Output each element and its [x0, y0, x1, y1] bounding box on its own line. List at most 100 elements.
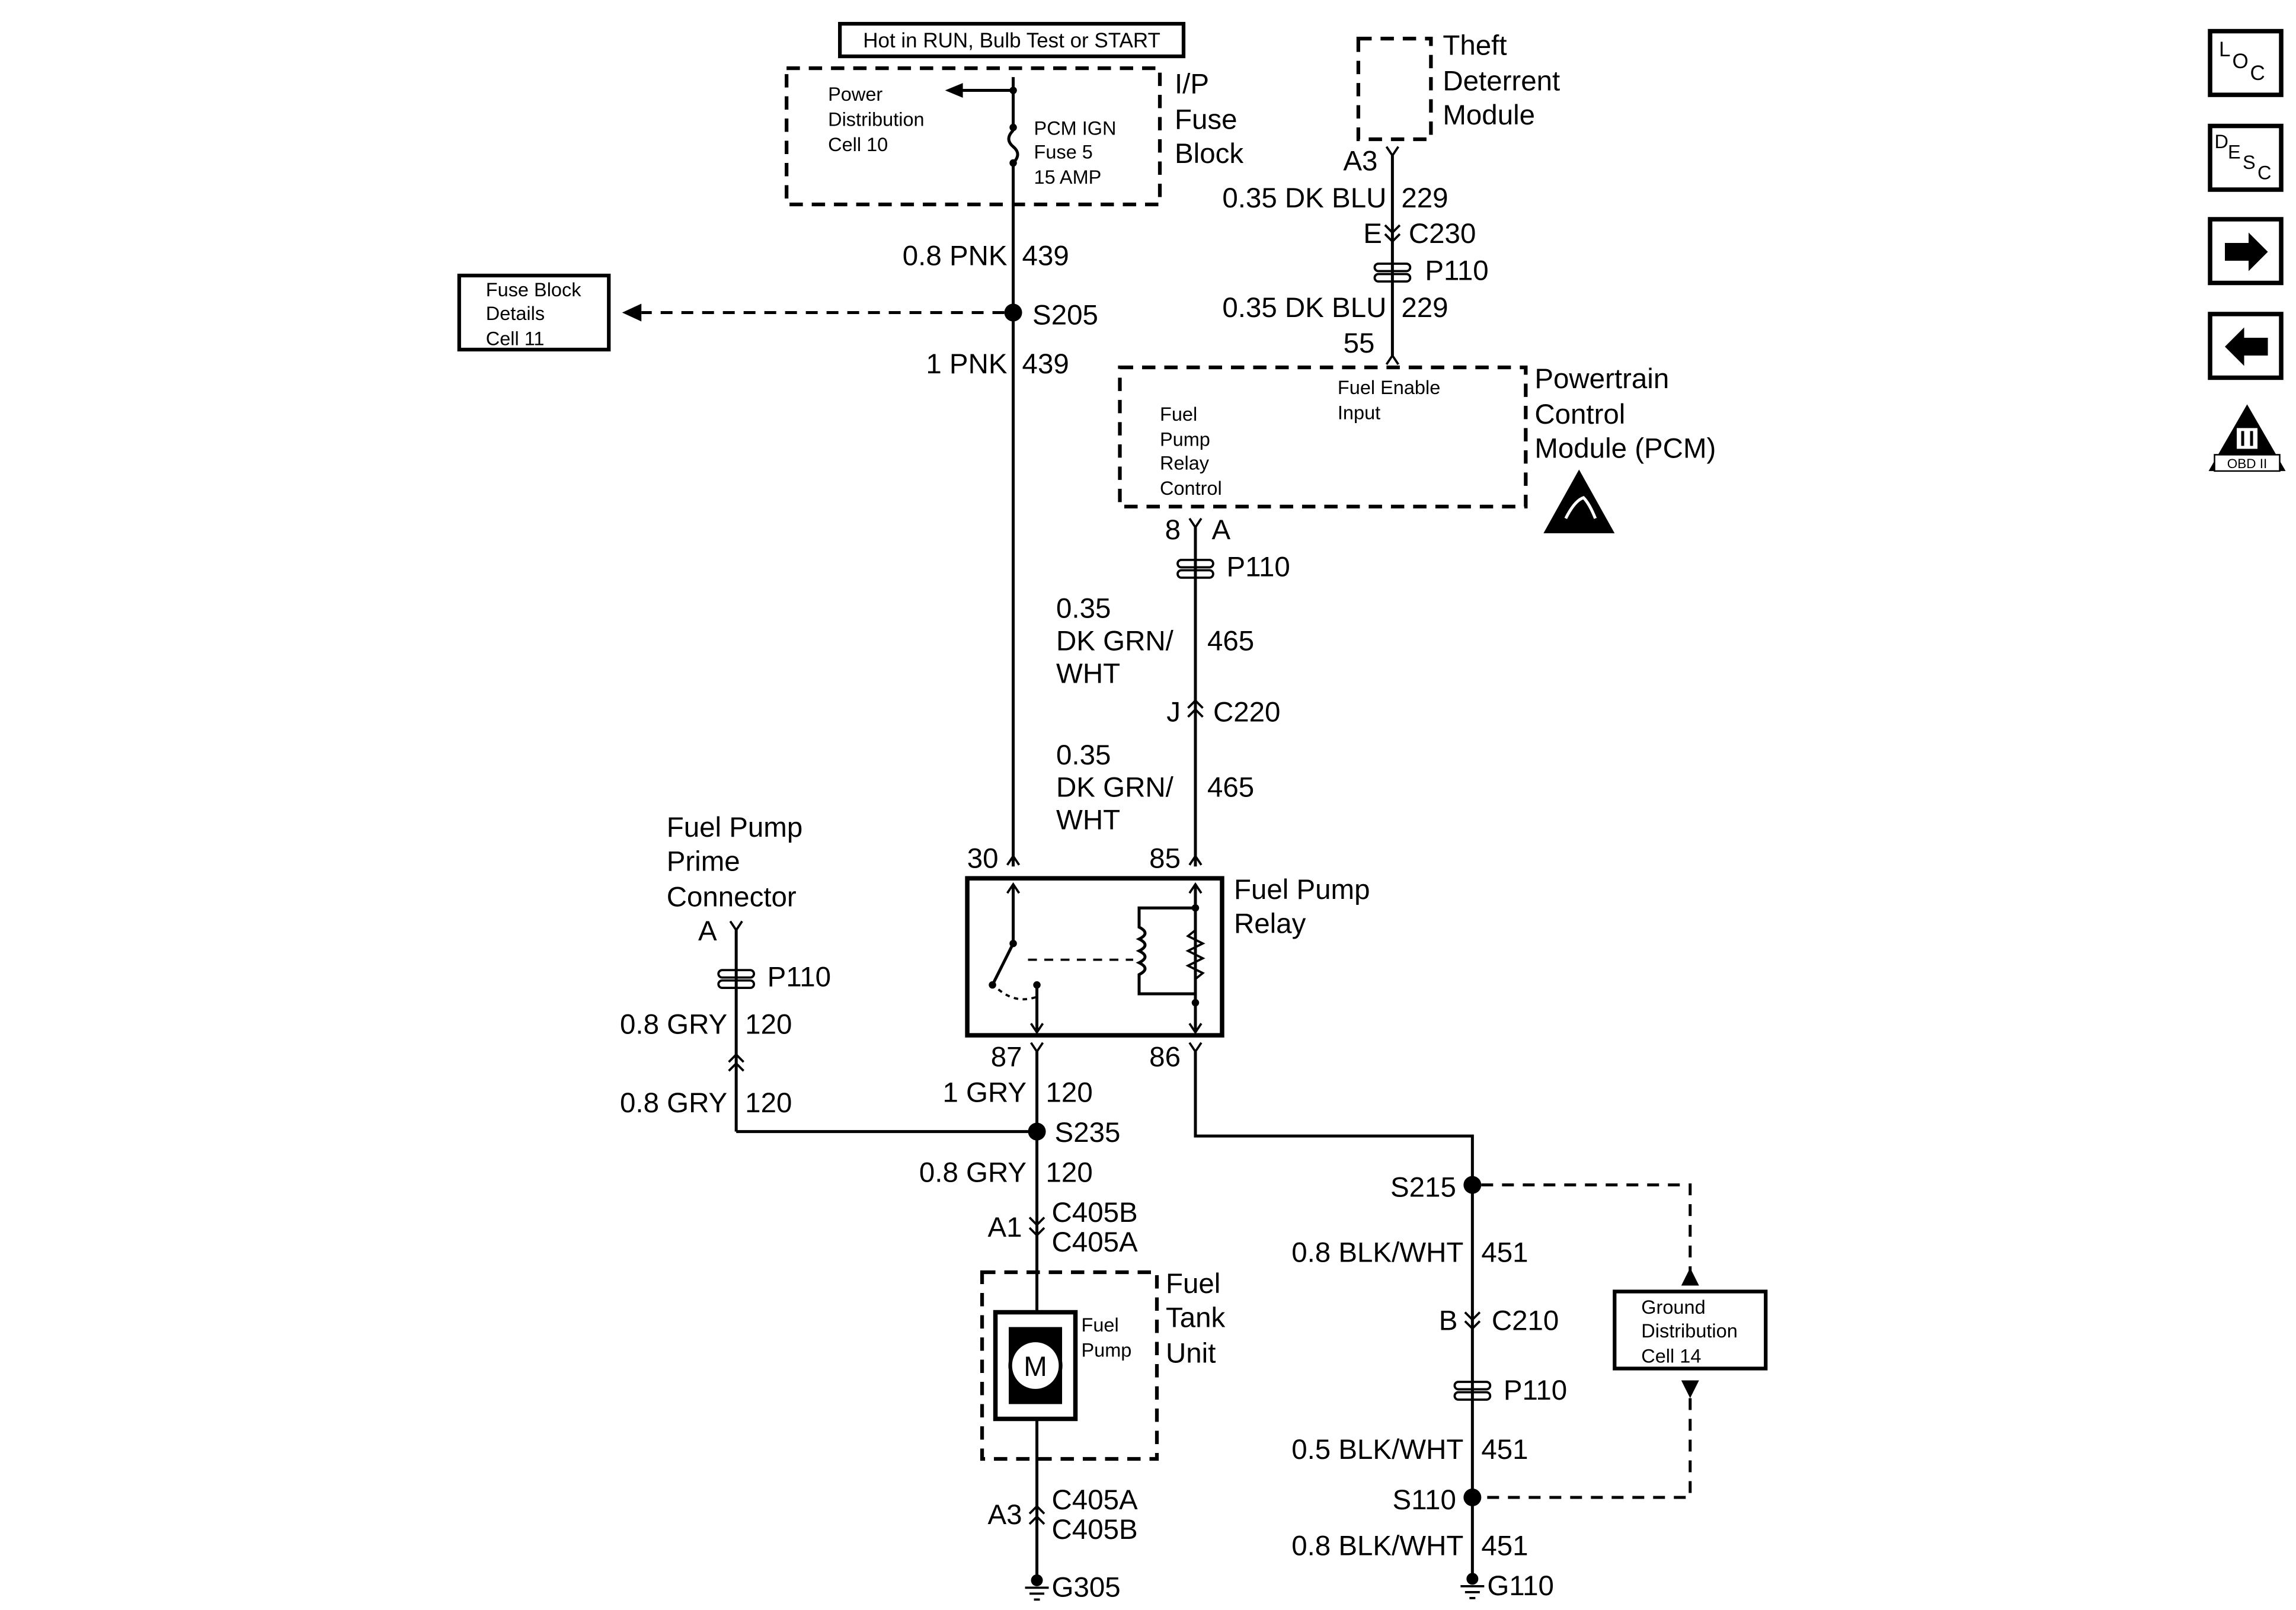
grnwht-b-2: DK GRN/	[1056, 772, 1174, 804]
g110-label: G110	[1487, 1570, 1554, 1602]
pcm-pin-8: 8	[1165, 514, 1181, 546]
blkwht-a-label: 0.8 BLK/WHT	[1291, 1237, 1463, 1269]
loc-button[interactable]: L O C	[2208, 28, 2284, 97]
fuse-node	[1009, 87, 1017, 94]
gry-08-label: 0.8 GRY	[919, 1157, 1027, 1189]
theft-module-2: Deterrent	[1443, 66, 1560, 97]
grnwht-circuit-1: 465	[1207, 625, 1254, 657]
power-dist-3: Cell 10	[828, 134, 888, 155]
fuse-block-title-1: I/P	[1175, 69, 1209, 100]
relay-resistor-icon	[1185, 929, 1205, 980]
c405b-top: C405B	[1052, 1197, 1138, 1228]
tank-title-3: Unit	[1166, 1338, 1216, 1369]
blkwht-circuit-1: 451	[1481, 1237, 1528, 1269]
g305-label: G305	[1052, 1571, 1121, 1603]
relay-pin-87-symbol	[1029, 1042, 1044, 1054]
relay-pin-85: 85	[1149, 843, 1181, 875]
desc-button[interactable]: D E S C	[2208, 123, 2284, 192]
relay-arrow-85	[1188, 882, 1203, 894]
c230-symbol	[1384, 224, 1401, 244]
arrow-right-icon	[2225, 232, 2268, 271]
fuse-block-outline	[785, 66, 1162, 207]
fuel-pump-label-1: Fuel	[1082, 1314, 1119, 1336]
obd-label-box	[2214, 454, 2281, 472]
desc-icon-e: E	[2228, 142, 2241, 163]
pcm-title-3: Module (PCM)	[1534, 433, 1716, 464]
c230-label: C230	[1409, 218, 1476, 249]
s205-label: S205	[1032, 299, 1098, 331]
p110-symbol-4-bottom	[1453, 1391, 1492, 1401]
prime-pin: A	[698, 916, 717, 947]
c405-pin-bottom: A3	[987, 1499, 1022, 1531]
obd-button[interactable]: OBD II	[2208, 404, 2286, 472]
power-dist-2: Distribution	[828, 109, 925, 130]
pnk-circuit-2: 439	[1022, 348, 1069, 380]
esd-hand-glyph	[1564, 496, 1597, 519]
blkwht-wire	[1194, 1051, 1474, 1579]
grnwht-a-3: WHT	[1056, 658, 1120, 689]
p110-label-2: P110	[1226, 551, 1290, 582]
loc-icon-l: L	[2219, 38, 2230, 61]
relay-switch-arm	[991, 943, 1015, 986]
pcm-pin-55-symbol	[1385, 353, 1399, 365]
gry-prime-a-label: 0.8 GRY	[620, 1009, 727, 1041]
c230-pin: E	[1363, 218, 1382, 249]
g110-node	[1466, 1573, 1479, 1585]
pcm-relay-control-3: Relay	[1160, 452, 1210, 473]
c210-pin: B	[1439, 1305, 1458, 1337]
relay-pin-85-symbol	[1188, 854, 1203, 866]
fuse-label-2: Fuse 5	[1034, 142, 1093, 163]
ground-dist-dashed-bottom	[1481, 1398, 1692, 1499]
relay-switch-contact-nc	[989, 981, 996, 989]
tank-unit-outline	[980, 1270, 1159, 1461]
pcm-fuel-enable-2: Input	[1338, 402, 1380, 423]
p110-symbol-3-top	[717, 969, 756, 979]
c220-symbol	[1187, 699, 1204, 718]
theft-module-1: Theft	[1443, 30, 1507, 62]
grnwht-b-1: 0.35	[1056, 740, 1111, 771]
p110-symbol-4-top	[1453, 1381, 1492, 1391]
relay-arrow-30	[1006, 882, 1021, 894]
grnwht-b-3: WHT	[1056, 805, 1120, 836]
theft-pin-symbol	[1385, 146, 1399, 158]
fuse-details-box[interactable]	[457, 273, 611, 352]
ground-dist-dashed-top	[1481, 1183, 1692, 1271]
pcm-fuel-enable-1: Fuel Enable	[1338, 377, 1440, 398]
s215-splice	[1463, 1176, 1482, 1194]
pcm-relay-control-4: Control	[1160, 478, 1222, 499]
ground-dist-3: Cell 14	[1641, 1346, 1701, 1367]
desc-icon-c: C	[2257, 162, 2271, 184]
relay-coil-icon	[1136, 906, 1195, 996]
relay-box	[965, 876, 1224, 1038]
relay-pin-86-symbol	[1188, 1042, 1203, 1054]
relay-title-1: Fuel Pump	[1234, 874, 1370, 905]
loc-icon-o: O	[2233, 50, 2249, 73]
prev-button[interactable]	[2208, 312, 2284, 380]
c405-top-symbol	[1028, 1217, 1045, 1237]
motor-icon	[1008, 1338, 1063, 1393]
power-dist-arrowhead	[945, 83, 963, 98]
pcm-relay-control-1: Fuel	[1160, 404, 1197, 425]
ground-dist-arrow-down	[1681, 1380, 1699, 1398]
c210-symbol	[1464, 1311, 1481, 1330]
fuel-pump-label-2: Pump	[1082, 1340, 1132, 1361]
next-button[interactable]	[2208, 217, 2284, 286]
dkblu-b-label: 0.35 DK BLU	[1222, 292, 1386, 324]
dkblu-a-label: 0.35 DK BLU	[1222, 183, 1386, 214]
motor-symbol: M	[1024, 1351, 1047, 1382]
blkwht-c-label: 0.8 BLK/WHT	[1291, 1530, 1463, 1561]
pnk-08-label: 0.8 PNK	[903, 240, 1008, 271]
pcm-outline	[1118, 365, 1528, 509]
c210-label: C210	[1492, 1305, 1559, 1337]
theft-module-3: Module	[1443, 100, 1535, 131]
relay-pin-87: 87	[991, 1042, 1022, 1073]
gry-prime-b-label: 0.8 GRY	[620, 1087, 727, 1119]
power-note-box	[838, 21, 1186, 59]
ground-dist-box[interactable]	[1613, 1289, 1768, 1371]
gry-1-label: 1 GRY	[942, 1077, 1027, 1109]
grnwht-a-2: DK GRN/	[1056, 625, 1174, 657]
c220-label: C220	[1213, 696, 1280, 728]
fuse-icon	[1007, 129, 1019, 164]
pcm-pin-55: 55	[1344, 328, 1375, 359]
